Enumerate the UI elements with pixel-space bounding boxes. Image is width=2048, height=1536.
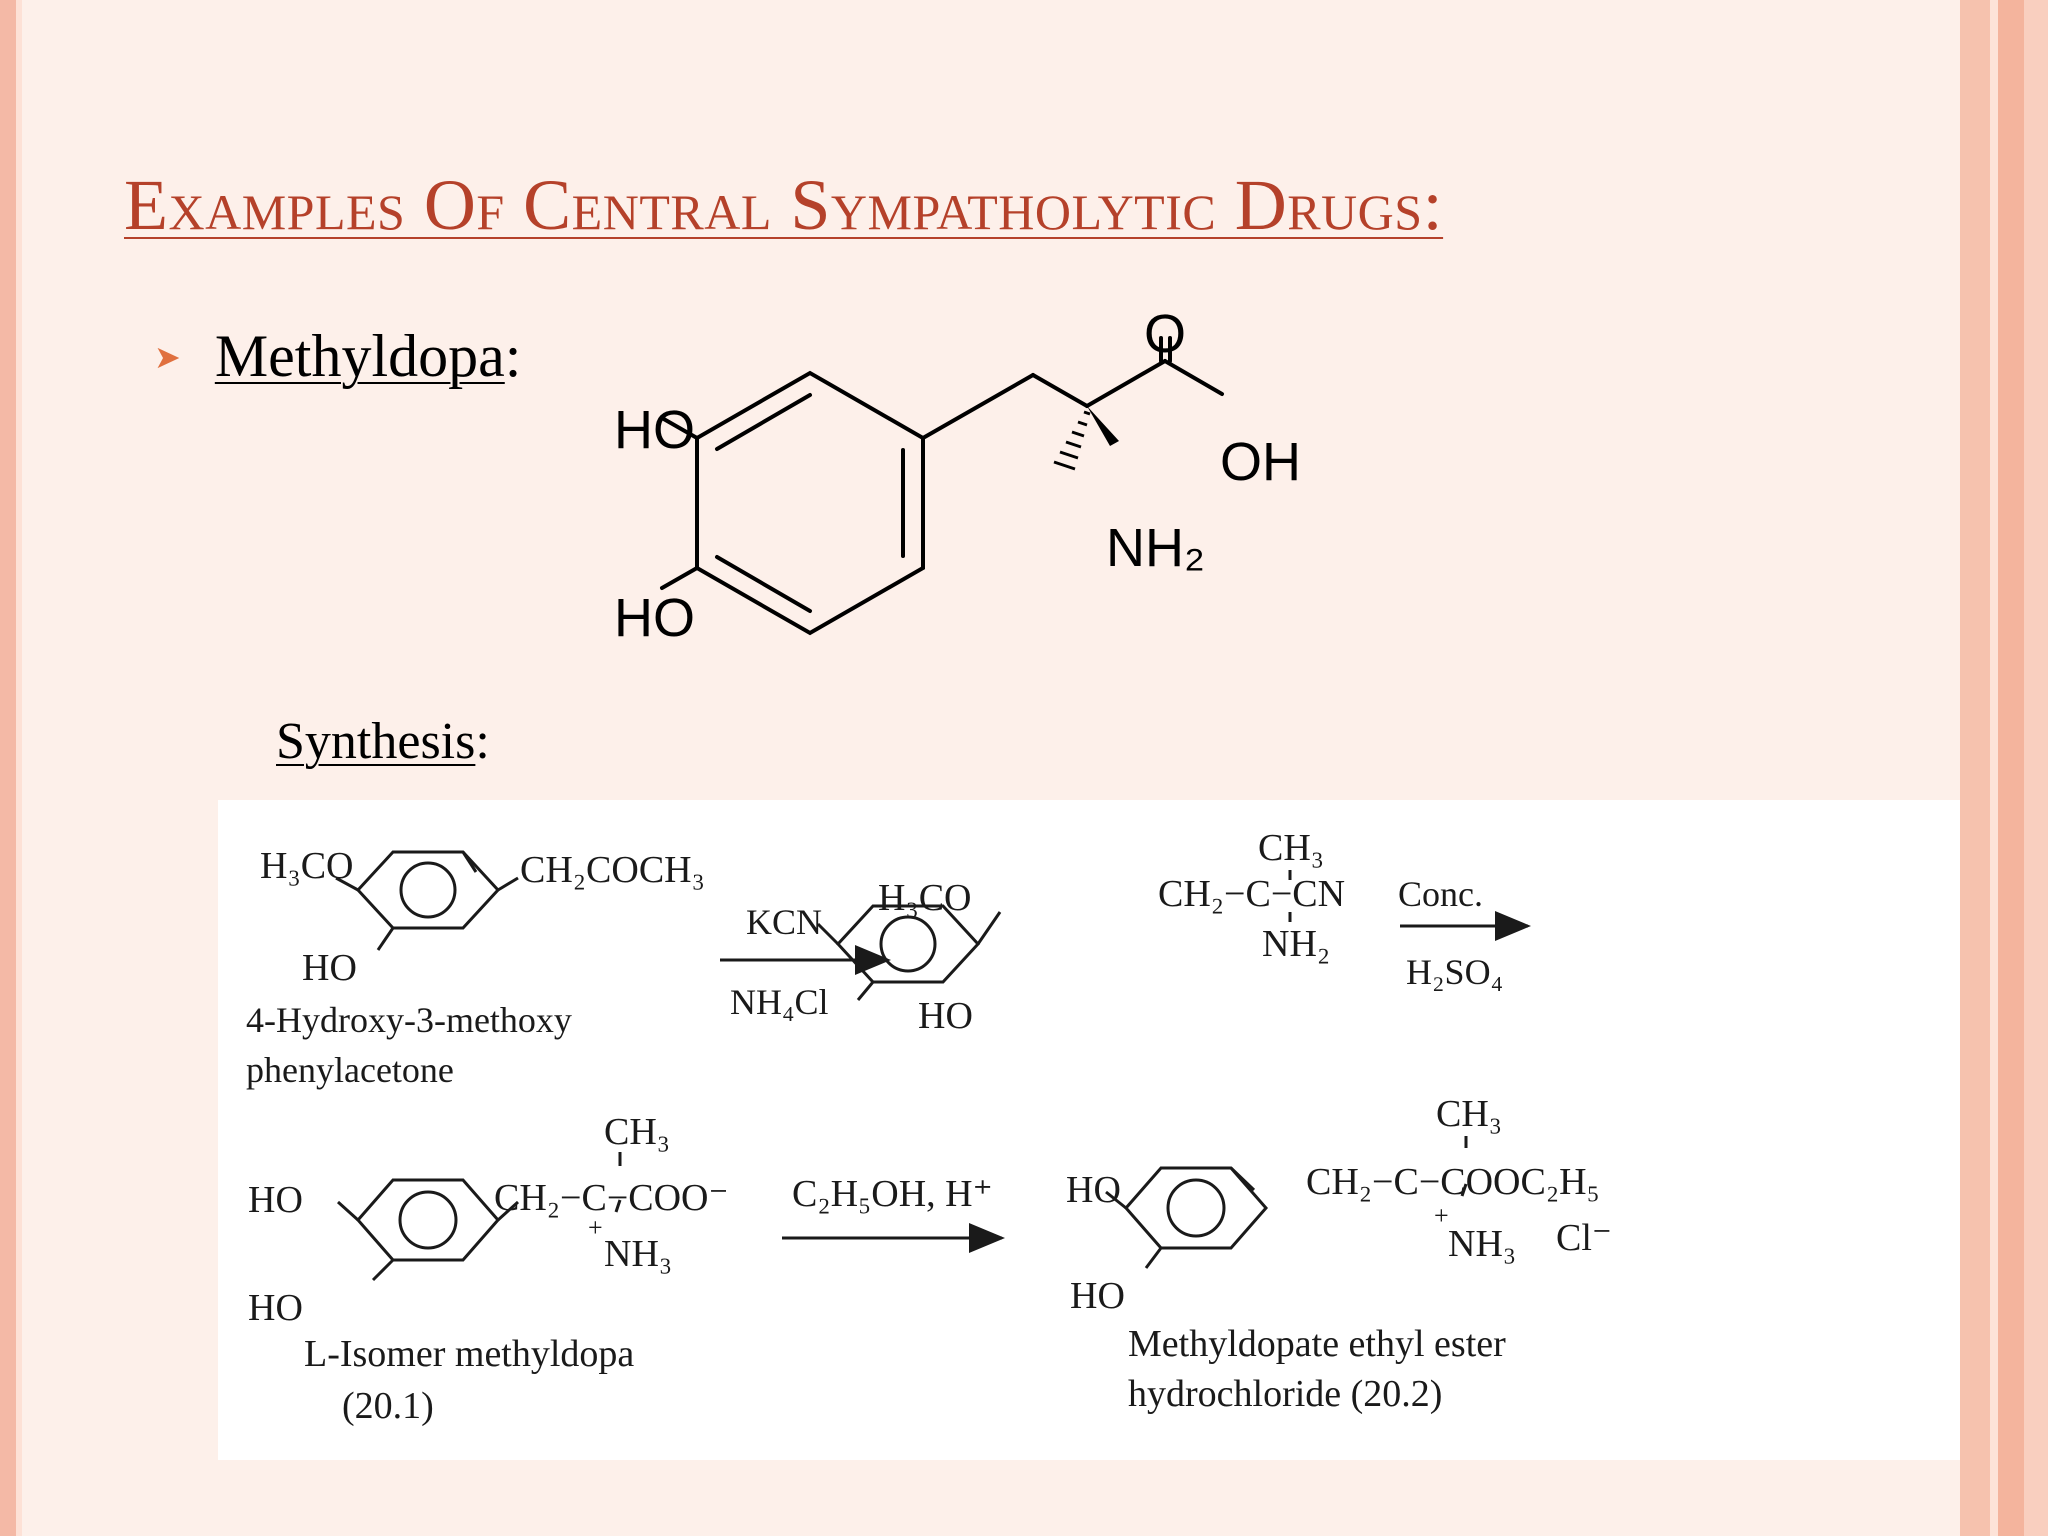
aromatic-double-bond <box>715 555 812 613</box>
hydroxy-top-label: HO <box>614 400 695 460</box>
slide-title: Examples Of Central Sympatholytic Drugs: <box>124 160 1443 250</box>
bond-hydroxy-bottom <box>660 566 699 590</box>
synthesis-scheme: H₃CO HO CH₂COCH₃ 4-Hydroxy-3-methoxy phe… <box>218 800 1960 1460</box>
chain-label: CH₂−C−CN <box>1158 873 1345 915</box>
aromatic-circle <box>1166 1178 1226 1238</box>
methyldopa-structure: O OH NH₂ HO HO <box>600 300 1320 660</box>
side-chain-label: CH₂COCH₃ <box>520 849 705 891</box>
hashed-bond <box>1053 410 1091 471</box>
bullet-colon: : <box>504 323 522 389</box>
methoxy-label: H₃CO <box>878 877 971 919</box>
bond-carboxyl <box>1085 359 1167 408</box>
hydroxy-label: HO <box>918 995 973 1037</box>
amine-label: NH₃ <box>604 1233 672 1275</box>
charge-label: + <box>588 1213 603 1242</box>
hydroxy-label: HO <box>302 947 357 989</box>
compound-name-line1: 4-Hydroxy-3-methoxy <box>246 1000 572 1040</box>
bullet-label-wrap: Methyldopa: <box>215 322 522 391</box>
slide-border-left <box>0 0 16 1536</box>
slide-border-right-edge <box>2024 0 2048 1536</box>
reagent-kcn: KCN <box>746 902 822 942</box>
compound-name-line2: hydrochloride (20.2) <box>1128 1373 1442 1415</box>
synthesis-scheme-svg: H₃CO HO CH₂COCH₃ 4-Hydroxy-3-methoxy phe… <box>246 827 1612 1427</box>
amine-label: NH₂ <box>1106 518 1205 578</box>
compound-l-methyldopa: HO HO CH₃ CH₂−C−COO⁻ + NH₃ L-Isomer meth… <box>248 1111 729 1427</box>
benzene-ring <box>695 370 925 636</box>
aromatic-circle <box>398 1190 458 1250</box>
chain-label: CH₂−C−COO⁻ <box>494 1177 729 1219</box>
methyl-label: CH₃ <box>604 1111 670 1153</box>
hydroxy-bottom-label: HO <box>1070 1275 1125 1317</box>
synthesis-label: Synthesis <box>276 713 476 770</box>
compound-name-line2: phenylacetone <box>246 1050 454 1090</box>
counterion-label: Cl⁻ <box>1556 1217 1612 1259</box>
compound-aminonitrile: H₃CO HO CH₃ CH₂−C−CN NH₂ <box>816 827 1345 1037</box>
wedge-bond <box>1087 406 1119 446</box>
hydroxy-bottom-label: HO <box>614 588 695 648</box>
reagent-h2so4: H₂SO₄ <box>1406 952 1503 992</box>
bond-hydroxy-top <box>660 416 699 440</box>
slide-border-right-stripe <box>1990 0 1998 1536</box>
methyl-label: CH₃ <box>1258 827 1324 869</box>
slide-border-left-inner <box>16 0 22 1536</box>
compound-phenylacetone: H₃CO HO CH₂COCH₃ 4-Hydroxy-3-methoxy phe… <box>246 845 705 1090</box>
compound-methyldopate-ester: HO HO CH₃ CH₂−C−COOC₂H₅ + NH₃ Cl⁻ Methyl… <box>1066 1093 1612 1415</box>
slide-border-right <box>1960 0 1990 1536</box>
bullet-label: Methyldopa <box>214 323 505 389</box>
bond-hydroxyl <box>1163 359 1224 396</box>
methyl-label: CH₃ <box>1436 1093 1502 1135</box>
charge-label: + <box>1434 1201 1449 1230</box>
bond-alpha-carbon <box>1031 373 1089 408</box>
bond-ch2 <box>921 373 1035 440</box>
amine-label: NH₃ <box>1448 1223 1516 1265</box>
reagent-conc: Conc. <box>1398 874 1483 914</box>
aromatic-circle <box>399 861 457 919</box>
methyldopa-structure-svg: O OH NH₂ HO HO <box>614 304 1301 648</box>
compound-name-line1: L-Isomer methyldopa <box>304 1333 634 1375</box>
arrow-bullet-icon: ➤ <box>154 338 181 375</box>
hydroxy-top-label: HO <box>1066 1169 1121 1211</box>
compound-name-line1: Methyldopate ethyl ester <box>1128 1323 1506 1365</box>
reagent-ethanol: C₂H₅OH, H⁺ <box>792 1173 993 1215</box>
synthesis-heading: Synthesis: <box>276 712 490 771</box>
hydroxy-bottom-label: HO <box>248 1287 303 1329</box>
amine-label: NH₂ <box>1262 923 1330 965</box>
aromatic-circle <box>879 915 937 973</box>
slide-title-text: Examples Of Central Sympatholytic Drugs: <box>124 165 1444 245</box>
slide-border-right-stripe-dark <box>1998 0 2024 1536</box>
oxygen-label: O <box>1144 304 1186 364</box>
chain-label: CH₂−C−COOC₂H₅ <box>1306 1161 1600 1203</box>
synthesis-colon: : <box>475 713 490 770</box>
hydroxyl-label: OH <box>1220 432 1301 492</box>
hydroxy-top-label: HO <box>248 1179 303 1221</box>
reagent-nh4cl: NH₄Cl <box>730 982 829 1022</box>
bullet-methyldopa: ➤ Methyldopa: <box>154 322 521 391</box>
methoxy-label: H₃CO <box>260 845 353 887</box>
compound-name-line2: (20.1) <box>342 1385 434 1427</box>
aromatic-double-bond <box>715 393 812 451</box>
